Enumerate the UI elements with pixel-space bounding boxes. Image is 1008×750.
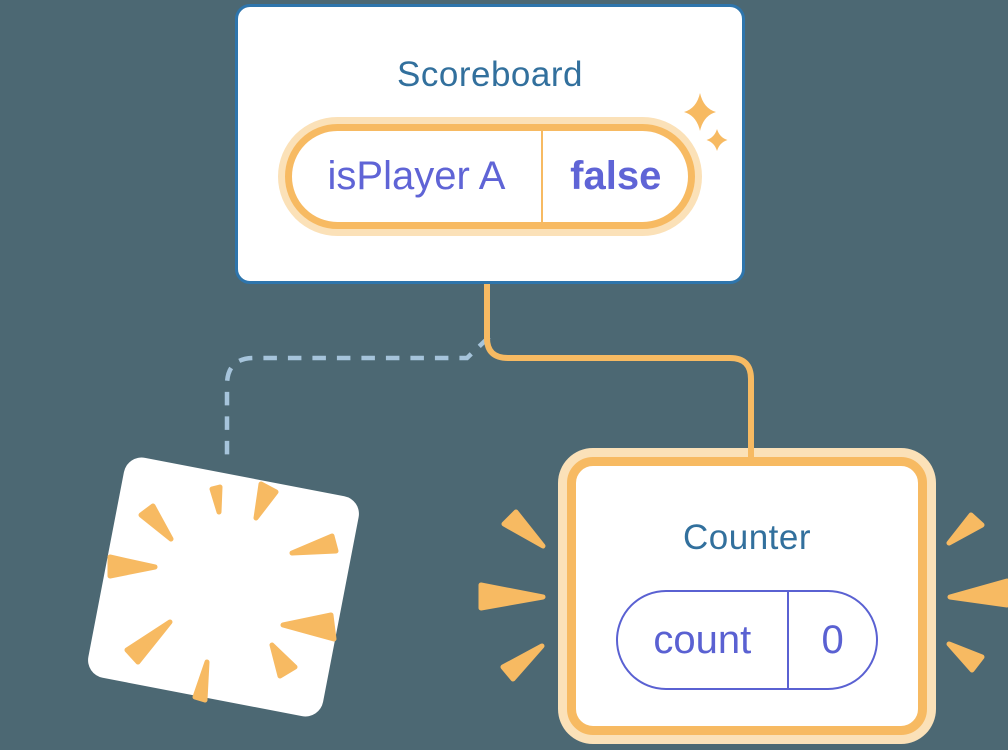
scoreboard-state-pill: isPlayer A false xyxy=(285,124,695,229)
destroyed-component-card xyxy=(84,454,363,720)
counter-card: Counter count 0 xyxy=(567,457,927,735)
pill-divider xyxy=(786,592,790,688)
state-name: isPlayer A xyxy=(327,154,506,198)
pill-divider xyxy=(540,131,544,222)
state-value: 0 xyxy=(821,617,844,662)
scoreboard-title: Scoreboard xyxy=(397,55,583,94)
scoreboard-card: Scoreboard isPlayer A false xyxy=(235,4,745,284)
counter-state-pill: count 0 xyxy=(616,590,878,690)
dashed-connector-line xyxy=(224,335,491,462)
counter-title: Counter xyxy=(682,518,812,557)
state-name: count xyxy=(653,617,752,662)
state-value: false xyxy=(570,154,662,198)
solid-connector-line xyxy=(484,284,754,464)
